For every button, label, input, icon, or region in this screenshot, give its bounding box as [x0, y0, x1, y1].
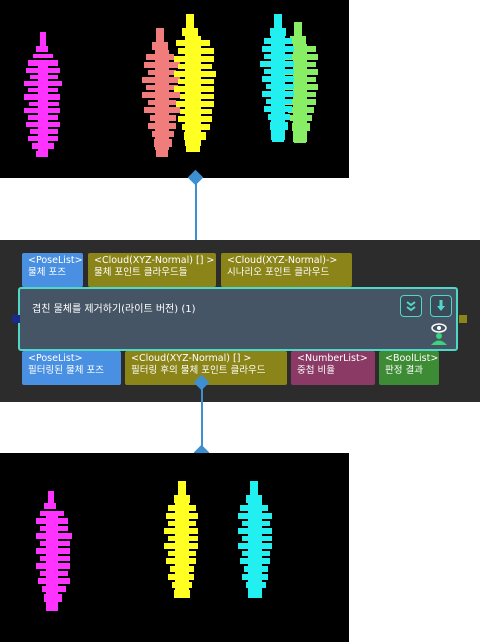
- input-port-object-clouds[interactable]: <Cloud(XYZ-Normal) [] > 물체 포인트 클라우드들: [88, 253, 216, 287]
- bottom-preview-panel: [0, 453, 349, 642]
- port-label: 물체 포즈: [28, 267, 66, 278]
- port-type: <Cloud(XYZ-Normal) [] >: [131, 353, 252, 364]
- top-preview-panel: [0, 0, 349, 178]
- download-icon: [437, 300, 445, 311]
- collapse-button[interactable]: [400, 295, 422, 317]
- port-label: 필터링 후의 물체 포인트 클라우드: [131, 365, 266, 376]
- person-icon: [431, 333, 447, 345]
- output-port-filtered-poses[interactable]: <PoseList> 필터링된 물체 포즈: [22, 351, 121, 385]
- port-label: 시나리오 포인트 클라우드: [227, 267, 330, 278]
- visibility-toggle[interactable]: [428, 322, 450, 346]
- left-connection-dot: [12, 315, 20, 323]
- connector-line-top: [195, 180, 197, 254]
- input-port-scene-cloud[interactable]: <Cloud(XYZ-Normal)-> 시나리오 포인트 클라우드: [221, 253, 352, 287]
- download-button[interactable]: [430, 295, 452, 317]
- output-port-overlap-ratio[interactable]: <NumberList> 중첩 비율: [291, 351, 375, 385]
- input-port-pose-list[interactable]: <PoseList> 물체 포즈: [22, 253, 83, 287]
- port-type: <PoseList>: [28, 353, 83, 364]
- output-port-judgment-result[interactable]: <BoolList> 판정 결과: [379, 351, 439, 385]
- collapse-chevron-icon: [406, 301, 416, 312]
- port-type: <Cloud(XYZ-Normal)->: [227, 255, 338, 266]
- right-connection-dot: [459, 315, 467, 323]
- node-title: 겹친 물체를 제거하기(라이트 버전) (1): [32, 304, 196, 315]
- port-type: <Cloud(XYZ-Normal) [] >: [94, 255, 215, 266]
- port-label: 중첩 비율: [297, 365, 335, 376]
- port-label: 판정 결과: [385, 365, 423, 376]
- step-node[interactable]: 겹친 물체를 제거하기(라이트 버전) (1): [18, 287, 458, 351]
- port-type: <NumberList>: [297, 353, 368, 364]
- bottom-point-cloud-visualization: [36, 481, 272, 611]
- port-label: 물체 포인트 클라우드들: [94, 267, 188, 278]
- connector-line-bottom: [201, 385, 203, 451]
- port-type: <PoseList>: [28, 255, 83, 266]
- eye-icon: [431, 323, 447, 333]
- port-type: <BoolList>: [385, 353, 439, 364]
- port-label: 필터링된 물체 포즈: [28, 365, 104, 376]
- top-point-cloud-visualization: [24, 14, 318, 157]
